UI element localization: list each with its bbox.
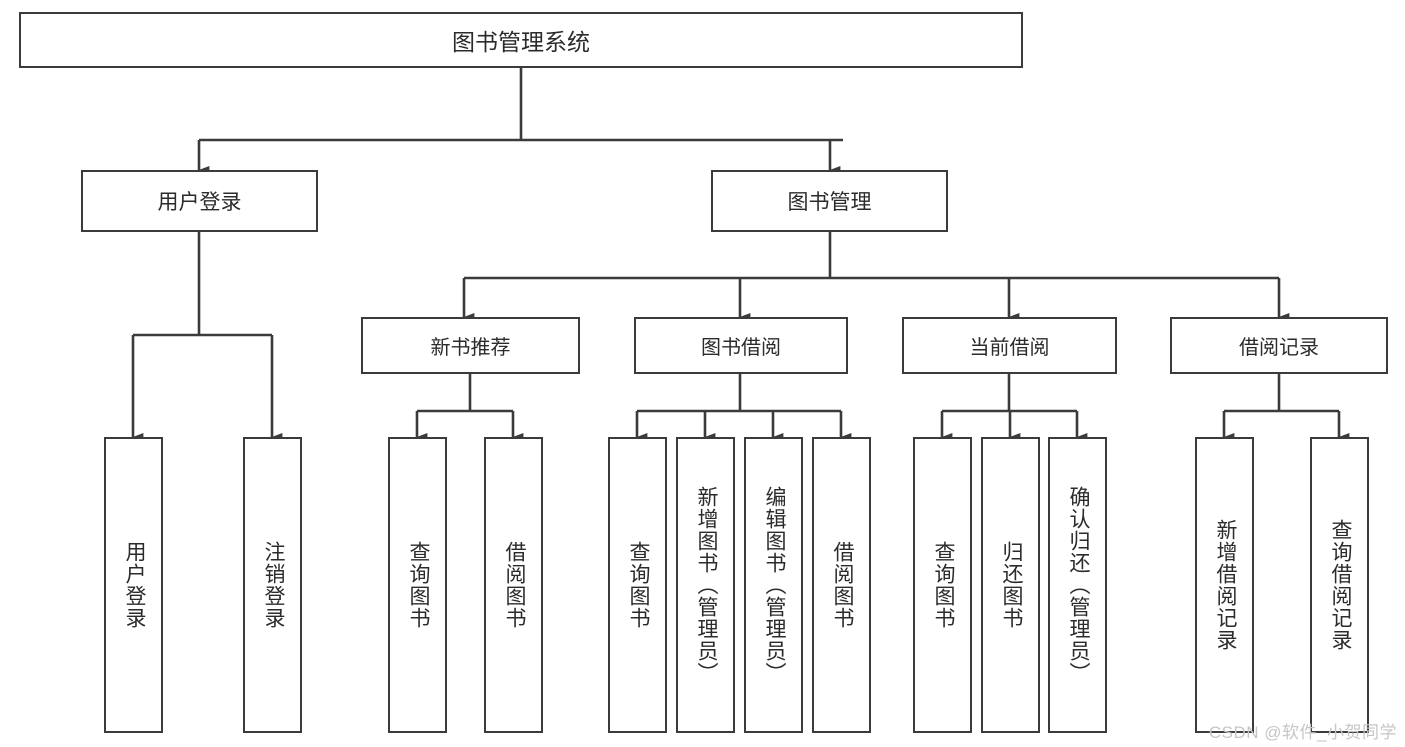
node-current-borrow[interactable]: 当前借阅 xyxy=(902,317,1117,374)
node-borrow-record[interactable]: 借阅记录 xyxy=(1170,317,1388,374)
node-new-book-recommend[interactable]: 新书推荐 xyxy=(361,317,580,374)
node-label: 图书管理 xyxy=(787,191,872,214)
leaf-query-book-recommend[interactable]: 查询图书 xyxy=(388,437,447,733)
leaf-add-borrow-record[interactable]: 新增借阅记录 xyxy=(1195,437,1254,733)
leaf-confirm-return-admin[interactable]: 确认归还（管理员） xyxy=(1048,437,1107,733)
leaf-label: 归还图书 xyxy=(999,541,1023,629)
node-label: 当前借阅 xyxy=(969,337,1050,359)
leaf-label: 注销登录 xyxy=(261,541,285,629)
node-book-management[interactable]: 图书管理 xyxy=(711,170,948,232)
leaf-label: 用户登录 xyxy=(122,541,146,629)
leaf-label: 确认归还（管理员） xyxy=(1066,486,1090,684)
leaf-edit-book-admin[interactable]: 编辑图书（管理员） xyxy=(744,437,803,733)
csdn-watermark: CSDN @软件_小贺同学 xyxy=(1208,723,1397,742)
leaf-logout[interactable]: 注销登录 xyxy=(243,437,302,733)
leaf-label: 借阅图书 xyxy=(502,541,526,629)
leaf-query-borrow-record[interactable]: 查询借阅记录 xyxy=(1310,437,1369,733)
leaf-label: 新增图书（管理员） xyxy=(694,486,718,684)
node-label: 图书管理系统 xyxy=(452,29,590,55)
leaf-query-book-current[interactable]: 查询图书 xyxy=(913,437,972,733)
leaf-label: 查询借阅记录 xyxy=(1328,519,1352,651)
leaf-label: 查询图书 xyxy=(406,541,430,629)
node-label: 用户登录 xyxy=(157,191,242,214)
leaf-label: 编辑图书（管理员） xyxy=(762,486,786,684)
node-label: 新书推荐 xyxy=(430,337,511,359)
node-label: 借阅记录 xyxy=(1239,337,1319,359)
leaf-borrow-book-recommend[interactable]: 借阅图书 xyxy=(484,437,543,733)
leaf-borrow-book[interactable]: 借阅图书 xyxy=(812,437,871,733)
leaf-user-login[interactable]: 用户登录 xyxy=(104,437,163,733)
leaf-label: 查询图书 xyxy=(626,541,650,629)
node-root-system[interactable]: 图书管理系统 xyxy=(19,12,1023,68)
leaf-return-book[interactable]: 归还图书 xyxy=(981,437,1040,733)
node-user-login[interactable]: 用户登录 xyxy=(81,170,318,232)
node-label: 图书借阅 xyxy=(701,337,781,359)
node-book-borrow[interactable]: 图书借阅 xyxy=(634,317,848,374)
leaf-label: 查询图书 xyxy=(931,541,955,629)
leaf-label: 新增借阅记录 xyxy=(1213,519,1237,651)
leaf-add-book-admin[interactable]: 新增图书（管理员） xyxy=(676,437,735,733)
leaf-label: 借阅图书 xyxy=(830,541,854,629)
leaf-query-book-borrow[interactable]: 查询图书 xyxy=(608,437,667,733)
